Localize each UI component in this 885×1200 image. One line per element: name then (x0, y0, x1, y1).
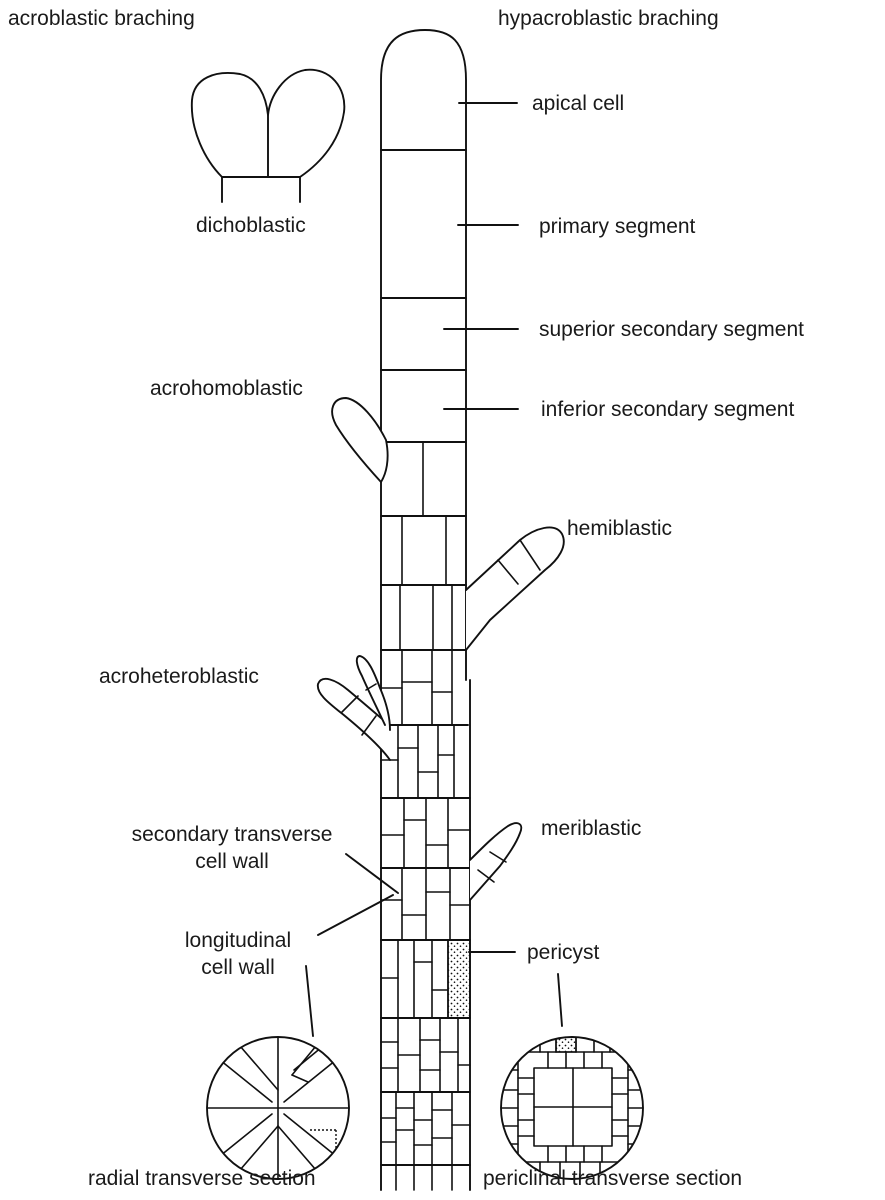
label-radial-transverse-section: radial transverse section (88, 1166, 316, 1191)
label-pericyst: pericyst (527, 940, 599, 965)
label-apical-cell: apical cell (532, 91, 624, 116)
acroheteroblastic-branch (318, 656, 390, 760)
label-secondary-transverse-line1: secondary transverse (92, 822, 372, 847)
meriblastic-branch (470, 823, 521, 900)
periclinal-section-circle (501, 1037, 643, 1179)
label-acroheteroblastic: acroheteroblastic (99, 664, 259, 689)
heading-acroblastic: acroblastic braching (8, 6, 195, 31)
label-longitudinal-line2: cell wall (148, 955, 328, 980)
hemiblastic-branch (466, 527, 564, 650)
heading-hypacroblastic: hypacroblastic braching (498, 6, 719, 31)
acrohomoblastic-branch (332, 398, 387, 482)
label-periclinal-transverse-section: periclinal transverse section (483, 1166, 742, 1191)
label-hemiblastic: hemiblastic (567, 516, 672, 541)
label-acrohomoblastic: acrohomoblastic (150, 376, 303, 401)
axis-internal-walls (381, 442, 470, 1190)
label-dichoblastic: dichoblastic (196, 213, 306, 238)
label-secondary-transverse-line2: cell wall (92, 849, 372, 874)
label-inferior-secondary-segment: inferior secondary segment (541, 397, 794, 422)
radial-section-circle (207, 1037, 349, 1179)
label-superior-secondary-segment: superior secondary segment (539, 317, 804, 342)
label-longitudinal-line1: longitudinal (148, 928, 328, 953)
label-primary-segment: primary segment (539, 214, 695, 239)
label-meriblastic: meriblastic (541, 816, 641, 841)
dichoblastic-sketch (192, 70, 345, 202)
